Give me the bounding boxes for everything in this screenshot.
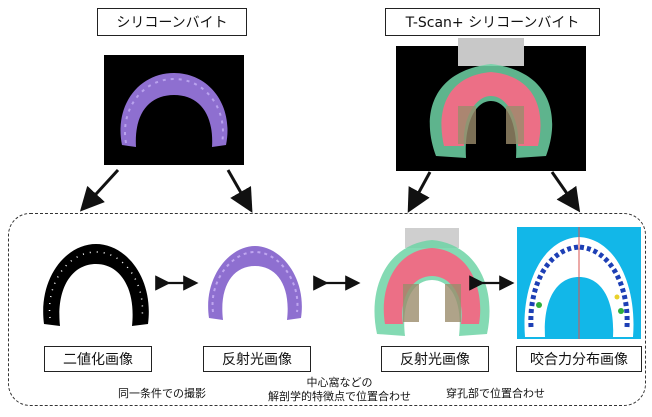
caption-anatomical-line2: 解剖学的特徴点で位置合わせ — [268, 390, 411, 404]
label-bite-force-image-text: 咬合力分布画像 — [530, 349, 628, 369]
label-reflection-image-2: 反射光画像 — [381, 346, 489, 372]
label-binary-image: 二値化画像 — [44, 346, 152, 372]
caption-anatomical-alignment: 中心窩などの 解剖学的特徴点で位置合わせ — [268, 376, 411, 404]
caption-perforation-text: 穿孔部で位置合わせ — [446, 387, 545, 400]
caption-same-conditions-text: 同一条件での撮影 — [118, 387, 206, 400]
caption-perforation-alignment: 穿孔部で位置合わせ — [446, 385, 545, 401]
label-bite-force-image: 咬合力分布画像 — [516, 346, 642, 372]
label-reflection-image-1: 反射光画像 — [203, 346, 311, 372]
caption-anatomical-line1: 中心窩などの — [268, 376, 411, 390]
caption-same-conditions: 同一条件での撮影 — [118, 385, 206, 401]
label-reflection-image-2-text: 反射光画像 — [400, 349, 470, 369]
label-binary-image-text: 二値化画像 — [63, 349, 133, 369]
label-reflection-image-1-text: 反射光画像 — [222, 349, 292, 369]
